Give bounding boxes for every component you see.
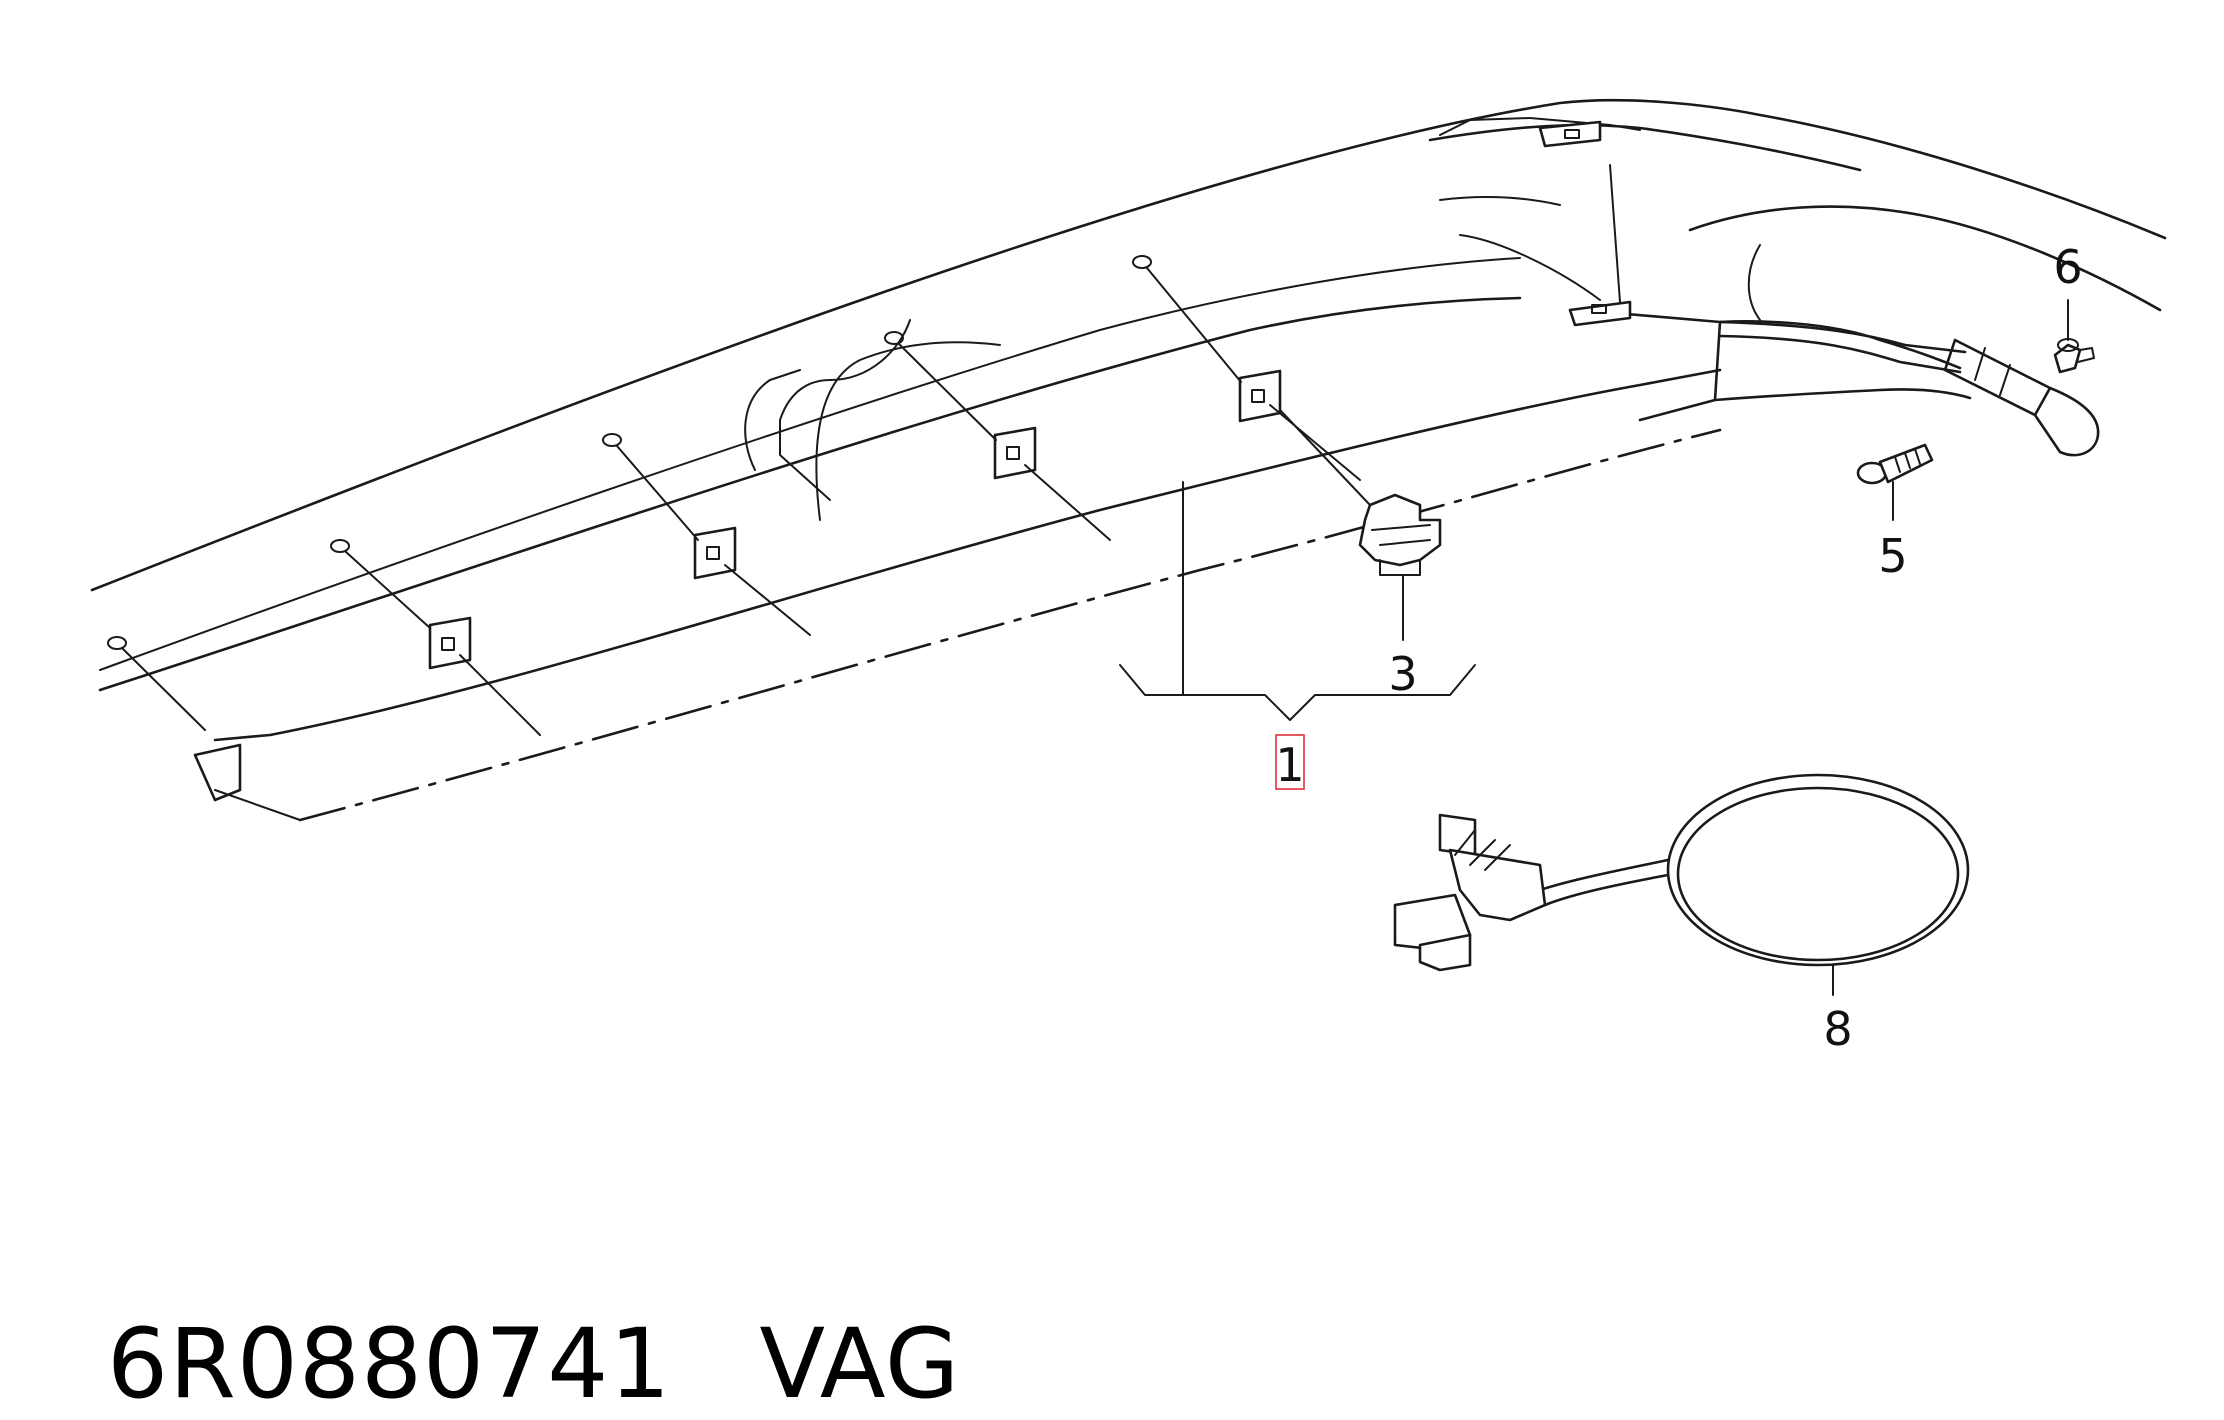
callout-1-highlight-box <box>1275 734 1305 790</box>
callout-8: 8 <box>1823 1002 1852 1056</box>
cable-connector-part-8 <box>1393 773 1970 972</box>
retaining-clip-part-3 <box>1279 409 1442 576</box>
wire-harness <box>1718 320 2100 457</box>
bumper-outline <box>90 98 2167 692</box>
sensor-bracket-rail <box>193 308 1972 822</box>
exploded-parts-diagram: 1 3 5 6 8 <box>90 98 2167 1056</box>
clip-part-6 <box>2053 338 2095 374</box>
callout-labels: 1 3 5 6 8 <box>1275 240 2083 1056</box>
callout-3: 3 <box>1388 647 1417 701</box>
callout-1: 1 <box>1275 738 1304 792</box>
callout-5: 5 <box>1878 529 1907 583</box>
screw-part-5 <box>1856 443 1934 485</box>
part-number: 6R0880741 <box>107 1308 672 1420</box>
bumper-inner-contours <box>99 234 1601 671</box>
part-caption: 6R0880741 VAG <box>44 1196 960 1420</box>
brand-name: VAG <box>759 1308 961 1420</box>
callout-6: 6 <box>2053 240 2082 294</box>
callout-leaders <box>1119 299 2069 996</box>
mounting-holes <box>107 255 1152 650</box>
sensor-clips <box>428 120 1632 670</box>
hole-to-clip-leaders <box>121 164 1621 736</box>
